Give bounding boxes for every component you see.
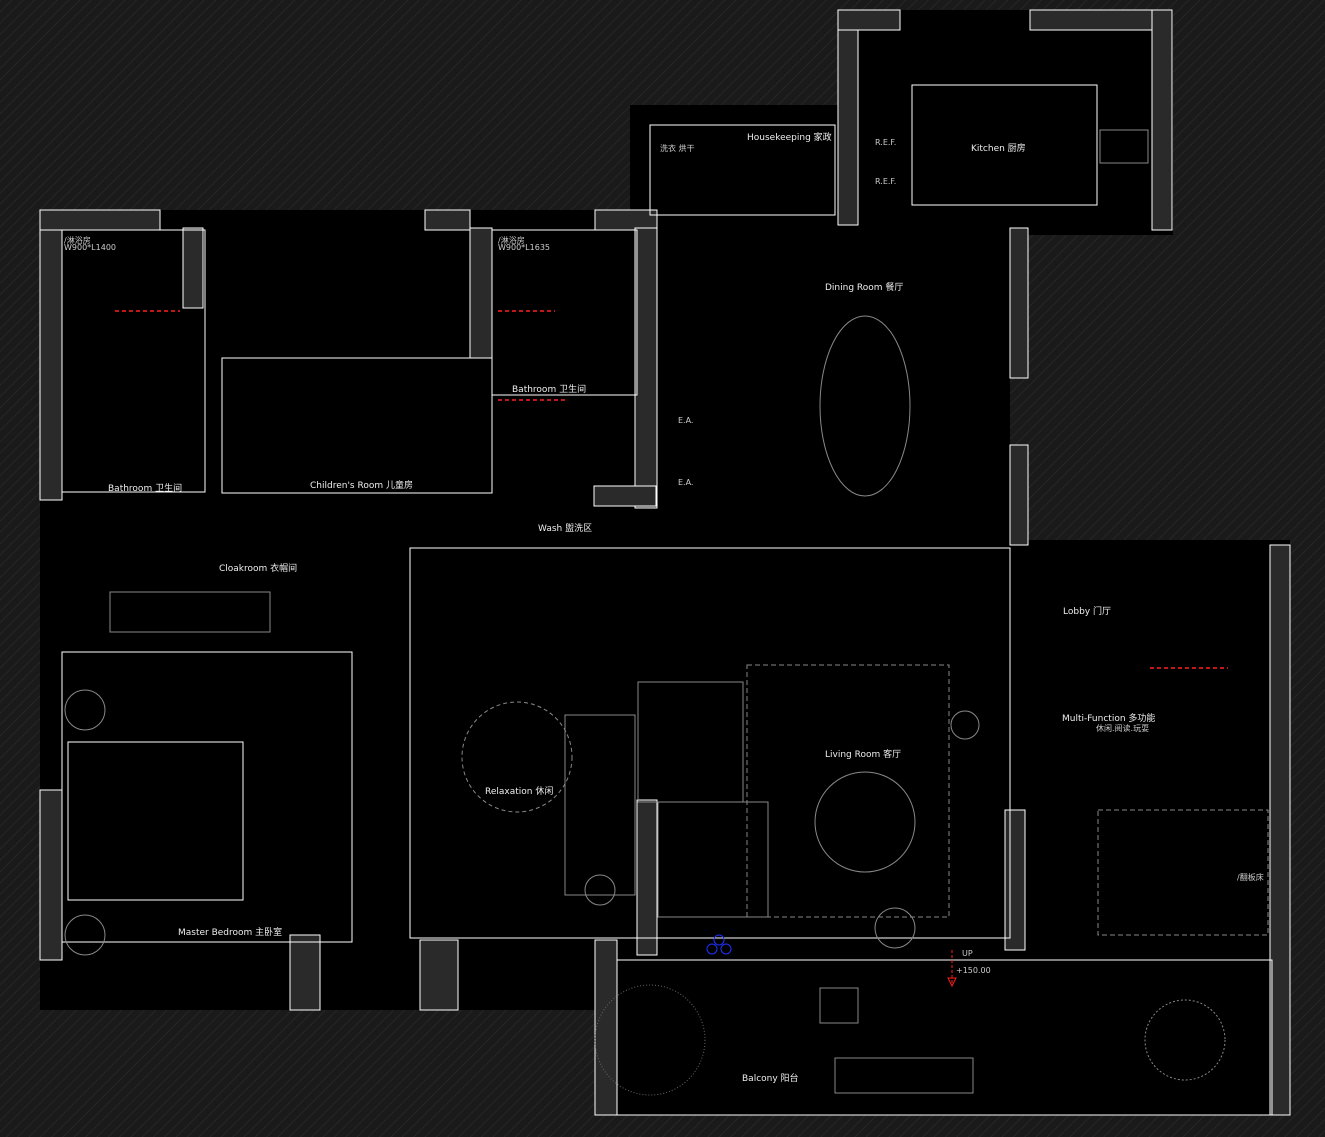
room-label-relaxation: Relaxation 休闲 [485, 787, 554, 797]
room-label-children: Children's Room 儿童房 [310, 481, 413, 491]
room-label-cloakroom: Cloakroom 衣帽间 [219, 564, 298, 574]
shower-label-2: /淋浴房 [498, 236, 525, 245]
walls [39, 9, 1291, 1116]
door-thresholds [115, 310, 1228, 669]
room-label-kitchen: Kitchen 厨房 [971, 144, 1026, 154]
shower-size-2: W900*L1635 [498, 243, 550, 252]
room-label-master-bedroom: Master Bedroom 主卧室 [178, 928, 283, 938]
interior-floor [40, 10, 1290, 1115]
blue-markers [706, 934, 732, 955]
laundry-label: 洗衣 烘干 [660, 144, 695, 153]
shower-size-1: W900*L1400 [64, 243, 116, 252]
room-label-housekeeping: Housekeeping 家政 [747, 133, 832, 143]
room-label-multifunction: Multi-Function 多功能 [1062, 714, 1156, 724]
room-label-bathroom-1: Bathroom 卫生间 [108, 484, 183, 494]
up-arrow [947, 950, 957, 988]
multifunction-sub-label: 休闲.阅读.玩耍 [1096, 724, 1150, 733]
fridge-label-1: R.E.F. [875, 138, 897, 147]
ea-label-2: E.A. [678, 478, 694, 487]
room-outlines [61, 84, 1273, 1116]
shower-label-1: /淋浴房 [64, 236, 91, 245]
level-label: +150.00 [956, 966, 991, 975]
room-label-living: Living Room 客厅 [825, 750, 902, 760]
room-label-lobby: Lobby 门厅 [1063, 607, 1111, 617]
flip-bed-label: /翻板床 [1237, 873, 1264, 882]
room-label-balcony: Balcony 阳台 [742, 1074, 799, 1084]
fridge-label-2: R.E.F. [875, 177, 897, 186]
up-label: UP [962, 949, 973, 958]
furniture [64, 129, 1269, 1096]
room-label-bathroom-2: Bathroom 卫生间 [512, 385, 587, 395]
ea-label-1: E.A. [678, 416, 694, 425]
room-label-wash: Wash 盥洗区 [538, 524, 593, 534]
room-label-dining: Dining Room 餐厅 [825, 283, 904, 293]
